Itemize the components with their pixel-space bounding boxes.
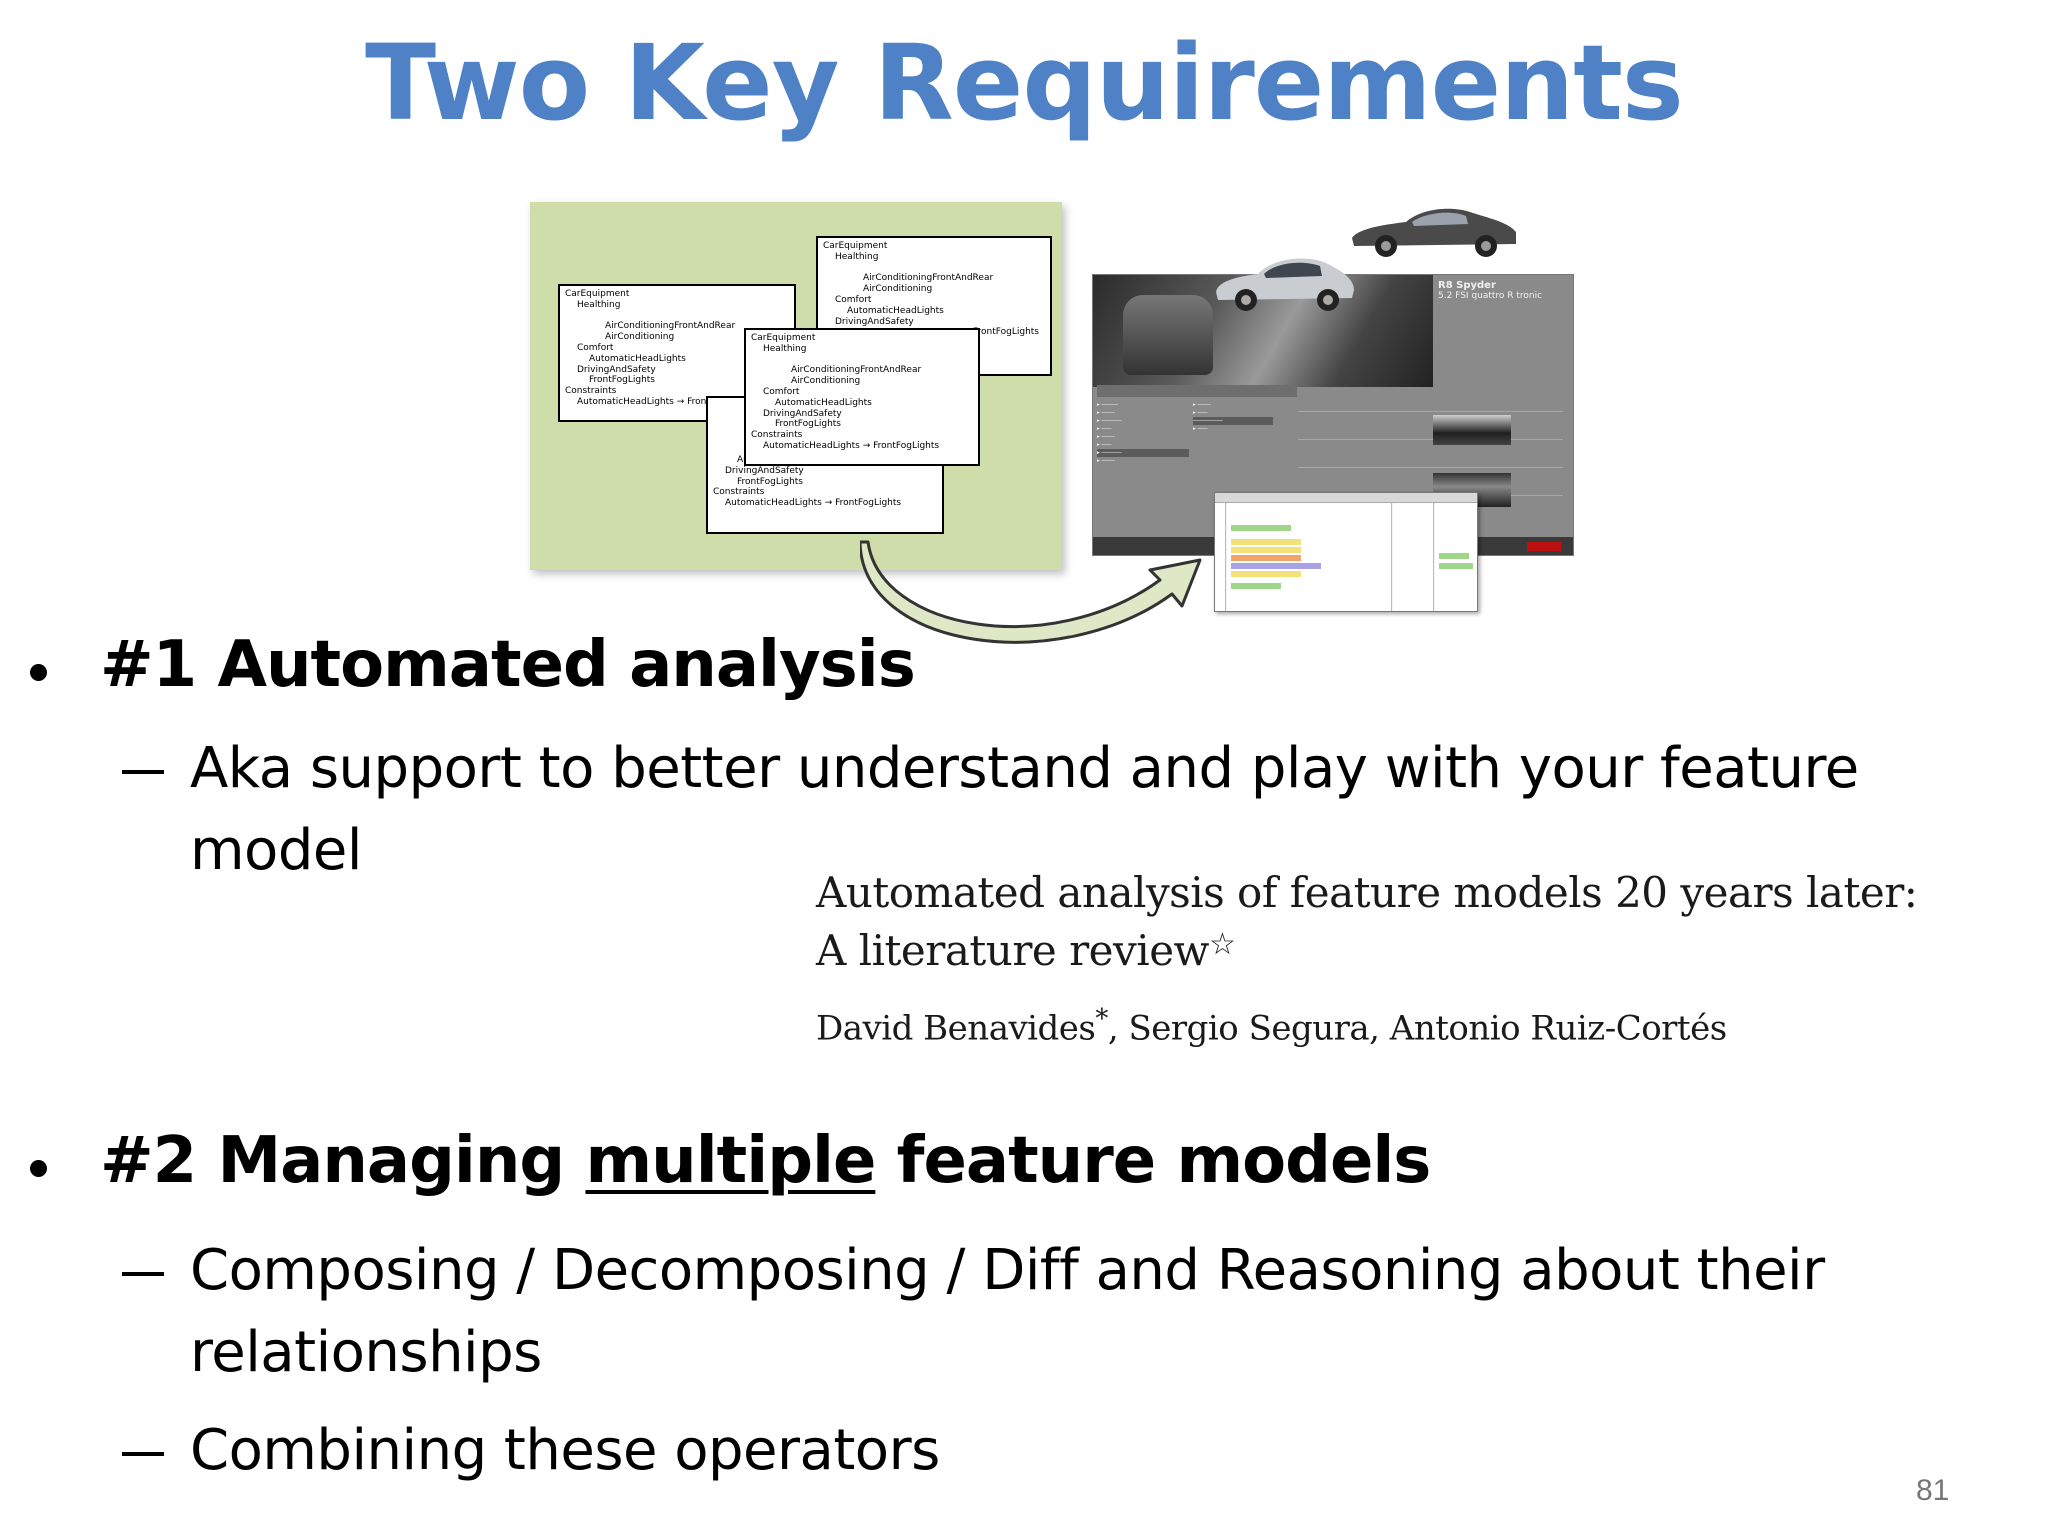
tree-node: DrivingAndSafety: [835, 316, 914, 327]
tree-node: AirConditioning: [605, 332, 675, 343]
spec-subtitle: 5.2 FSI quattro R tronic: [1438, 291, 1543, 301]
bullet-2-sub-line: relationships: [190, 1320, 542, 1385]
bullet-1-sub: Aka support to better understand and pla…: [190, 728, 1859, 892]
tree-node: FrontFogLights: [775, 419, 841, 430]
bullet-2-heading-text: feature models: [875, 1124, 1432, 1198]
slide-title: Two Key Requirements: [365, 22, 1684, 144]
tree-node: Comfort: [835, 294, 872, 305]
tree-node: DrivingAndSafety: [725, 465, 804, 476]
tree-node: FrontFogLights: [737, 476, 803, 487]
bullet-dot: [30, 664, 47, 681]
option-thumbnail: [1433, 415, 1511, 445]
tree-node: AirConditioning: [863, 284, 933, 295]
paper-title: Automated analysis of feature models 20 …: [816, 864, 1918, 980]
bullet-1-sub-line: Aka support to better understand and pla…: [190, 736, 1859, 801]
sub-bullet-dash: [122, 1452, 164, 1456]
tree-node: AutomaticHeadLights: [589, 353, 686, 364]
car-interior-image: [1093, 275, 1433, 387]
tree-node: Healthing: [835, 251, 879, 262]
curved-arrow: [860, 540, 1202, 644]
config-tabbar: [1097, 385, 1297, 397]
bullet-2-sub-1: Composing / Decomposing / Diff and Reaso…: [190, 1230, 1825, 1394]
tree-pane: [1435, 503, 1477, 611]
bullet-1-sub-line: model: [190, 818, 362, 883]
bullet-2-heading-emphasis: multiple: [585, 1124, 876, 1198]
tree-node: DrivingAndSafety: [577, 364, 656, 375]
tree-node: AutomaticHeadLights: [775, 397, 872, 408]
feature-model-panel: CarEquipment Healthing AirConditioningFr…: [530, 202, 1062, 570]
author-first: David Benavides: [816, 1008, 1096, 1049]
paper-authors: David Benavides*, Sergio Segura, Antonio…: [816, 1004, 1727, 1048]
tree-node: Healthing: [763, 343, 807, 354]
bullet-2-sub-line: Composing / Decomposing / Diff and Reaso…: [190, 1238, 1825, 1303]
tree-node: CarEquipment: [823, 241, 888, 251]
tree-node: FrontFogLights: [973, 327, 1039, 338]
bullet-2-heading: #2 Managing multiple feature models: [100, 1124, 1432, 1198]
tree-node: AutomaticHeadLights → FrontFogLights: [577, 396, 754, 407]
sub-bullet-dash: [122, 770, 164, 774]
author-rest: , Sergio Segura, Antonio Ruiz-Cortés: [1107, 1008, 1727, 1049]
paper-title-line: A literature review: [816, 926, 1210, 975]
tree-node: Healthing: [577, 299, 621, 310]
tree-node: AirConditioningFrontAndRear: [791, 365, 922, 376]
page-number: 81: [1916, 1474, 1950, 1507]
car-sedan-image: [1352, 208, 1516, 257]
outline-pane: [1393, 503, 1434, 611]
corresponding-author-mark: *: [1095, 1004, 1108, 1034]
tree-node: AirConditioningFrontAndRear: [863, 273, 994, 284]
config-submenu: ▸ ────▸ ────────────▸ ───: [1193, 401, 1273, 433]
options-list: [1298, 403, 1563, 503]
spec-panel: R8 Spyder 5.2 FSI quattro R tronic: [1438, 280, 1568, 302]
tree-node: Comfort: [577, 342, 614, 353]
tree-node: DrivingAndSafety: [763, 408, 842, 419]
tree-node: AutomaticHeadLights → FrontFogLights: [725, 498, 902, 509]
editor-window-screenshot: [1214, 492, 1478, 612]
feature-tree-front: CarEquipment Healthing AirConditioningFr…: [744, 328, 980, 466]
code-pane: [1227, 503, 1392, 611]
tree-node: Constraints: [751, 430, 803, 441]
tree-node: AutomaticHeadLights: [847, 305, 944, 316]
arrow-shape: [860, 540, 1202, 644]
tree-node: AirConditioning: [791, 376, 861, 387]
spec-title: R8 Spyder: [1438, 280, 1496, 291]
tree-node: FrontFogLights: [589, 375, 655, 386]
tree-node: Constraints: [713, 487, 765, 498]
editor-toolbar: [1215, 493, 1477, 503]
car-hatchback-image: [1216, 258, 1354, 311]
tree-node: Comfort: [763, 386, 800, 397]
bullet-2-heading-text: #2 Managing: [100, 1124, 586, 1198]
tree-node: CarEquipment: [565, 289, 630, 299]
bullet-2-sub-2: Combining these operators: [190, 1418, 940, 1483]
config-menu: ▸ ─────▸ ────▸ ──────▸ ───▸ ────▸ ───▸ ─…: [1097, 401, 1189, 465]
summary-button: [1527, 542, 1561, 551]
tree-node: Constraints: [565, 386, 617, 397]
tree-node: AutomaticHeadLights → FrontFogLights: [763, 440, 940, 451]
bullet-dot: [30, 1160, 47, 1177]
star-icon: ☆: [1209, 927, 1236, 962]
tree-node: CarEquipment: [751, 333, 816, 343]
sub-bullet-dash: [122, 1272, 164, 1276]
bullet-1-heading: #1 Automated analysis: [100, 628, 916, 702]
tree-node: AirConditioningFrontAndRear: [605, 321, 736, 332]
paper-title-line: Automated analysis of feature models 20 …: [816, 868, 1918, 917]
